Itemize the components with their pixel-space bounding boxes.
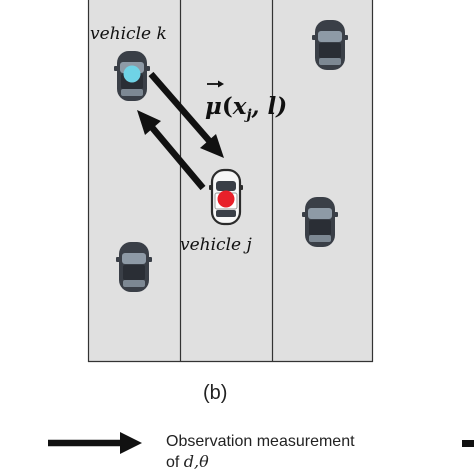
mu-symbol: μ — [205, 93, 222, 120]
mu-open-paren: ( — [222, 93, 233, 120]
arrow-j-to-k — [137, 110, 206, 191]
mu-rest: , l) — [251, 93, 288, 120]
svg-text:μ(xj, l): μ(xj, l) — [205, 93, 287, 123]
car-top-view-icon — [312, 20, 348, 70]
cyan-dot-icon — [123, 65, 141, 83]
mu-x: x — [232, 93, 247, 120]
legend-arrow-icon — [48, 432, 142, 454]
arrow-k-to-j — [148, 71, 224, 158]
panel-label: (b) — [203, 382, 227, 404]
legend-line-1: Observation measurement — [166, 433, 355, 450]
legend-partial-mark — [462, 440, 474, 447]
legend-line-2-vars: d,θ — [184, 452, 209, 471]
vehicle-k-label: vehicle k — [90, 24, 167, 44]
legend-line-2-prefix: of — [166, 454, 184, 471]
red-dot-icon — [217, 190, 235, 208]
mu-expression: μ(xj, l) — [205, 80, 287, 123]
car-top-view-icon — [116, 242, 152, 292]
mu-subscript: j — [243, 107, 251, 123]
legend-line-2: of d,θ — [166, 452, 209, 471]
vehicle-j-label: vehicle j — [180, 235, 252, 255]
car-top-view-icon — [302, 197, 338, 247]
